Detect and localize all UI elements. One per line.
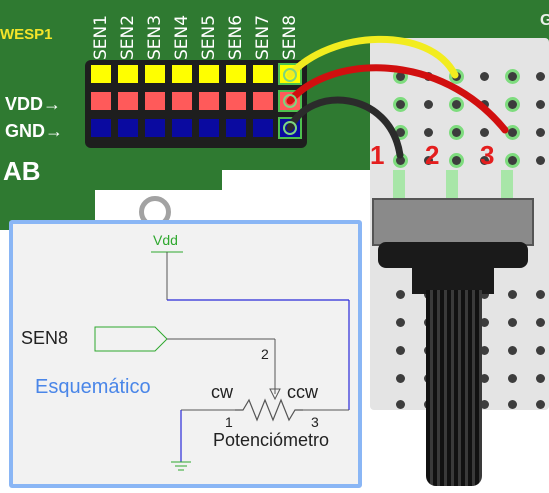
breadboard-hole (536, 400, 545, 409)
yellow-wire (286, 35, 459, 79)
header-pin (172, 119, 192, 137)
potentiometer-neck (412, 266, 494, 294)
breadboard-hole (396, 100, 405, 109)
breadboard-hole (480, 290, 489, 299)
schematic-pin3-label: 3 (311, 414, 319, 430)
header-pin (226, 119, 246, 137)
breadboard-hole (396, 290, 405, 299)
pot-pin-label-3: 3 (480, 140, 495, 170)
wire-end-red (283, 94, 297, 108)
breadboard-hole (396, 72, 405, 81)
vdd-row-label: VDD→ (5, 94, 62, 114)
breadboard-hole (480, 400, 489, 409)
pot-leg-1 (393, 170, 405, 200)
breadboard-hole (508, 374, 517, 383)
header-pin (91, 92, 111, 110)
breadboard-hole (452, 128, 461, 137)
header-pin (226, 65, 246, 83)
header-pin (118, 65, 138, 83)
red-wire (286, 64, 509, 134)
wire-end-yellow (283, 68, 297, 82)
breadboard-hole (508, 400, 517, 409)
breadboard-hole (508, 72, 517, 81)
breadboard-hole (480, 318, 489, 327)
schematic-ccw-label: ccw (287, 382, 318, 402)
schematic-vdd-label: Vdd (153, 232, 178, 248)
wire-end-black (283, 121, 297, 135)
breadboard-hole (508, 128, 517, 137)
breadboard-hole (508, 290, 517, 299)
breadboard-hole (508, 346, 517, 355)
pot-pin-label-2: 2 (425, 140, 440, 170)
breadboard-hole (452, 156, 461, 165)
schematic-wires (94, 251, 350, 471)
breadboard-hole (508, 100, 517, 109)
breadboard-hole (536, 100, 545, 109)
breadboard-hole (480, 156, 489, 165)
board-name: WESP1 (0, 26, 53, 43)
gnd-row-label: GND→ (5, 121, 63, 141)
breadboard-hole (508, 156, 517, 165)
breadboard-hole (536, 346, 545, 355)
header-pin (253, 119, 273, 137)
pot-leg-3 (501, 170, 513, 200)
top-right-label: G (540, 12, 549, 29)
schematic-panel: Vdd SEN8 Esquemático 2 cw ccw 1 3 Potenc… (9, 220, 362, 488)
header-pin (199, 65, 219, 83)
breadboard-hole (396, 374, 405, 383)
header-pin (199, 119, 219, 137)
potentiometer-collar (378, 242, 528, 268)
breadboard-hole (396, 128, 405, 137)
header-pin (145, 92, 165, 110)
pot-pin-label-1: 1 (370, 140, 385, 170)
breadboard-hole (480, 128, 489, 137)
header-pin (91, 119, 111, 137)
schematic-component-label: Potenciómetro (213, 430, 330, 450)
header-pin (199, 92, 219, 110)
breadboard-hole (480, 72, 489, 81)
header-pin (226, 92, 246, 110)
header-pin (253, 92, 273, 110)
schematic-cw-label: cw (211, 382, 233, 402)
lab-label: AB (3, 156, 41, 186)
breadboard-hole (396, 318, 405, 327)
header-pin (118, 119, 138, 137)
breadboard-hole (424, 156, 433, 165)
breadboard-hole (480, 346, 489, 355)
header-pin (253, 65, 273, 83)
breadboard-hole (424, 128, 433, 137)
breadboard-hole (424, 100, 433, 109)
breadboard-hole (536, 290, 545, 299)
header-pin (145, 65, 165, 83)
breadboard-hole (536, 156, 545, 165)
breadboard-hole (396, 400, 405, 409)
breadboard-hole (396, 346, 405, 355)
breadboard-hole (452, 100, 461, 109)
breadboard-hole (508, 318, 517, 327)
schematic-pin1-label: 1 (225, 414, 233, 430)
potentiometer-body (372, 198, 534, 246)
header-pin (91, 65, 111, 83)
header-pin (145, 119, 165, 137)
header-pin (118, 92, 138, 110)
schematic-title: Esquemático (35, 376, 151, 398)
header-pin (172, 65, 192, 83)
breadboard-hole (536, 128, 545, 137)
schematic-sen-label: SEN8 (21, 328, 69, 348)
potentiometer-knob[interactable] (426, 290, 482, 486)
breadboard-hole (536, 72, 545, 81)
breadboard-hole (536, 318, 545, 327)
schematic-pin2-label: 2 (261, 346, 269, 362)
breadboard-hole (536, 374, 545, 383)
header-pin (172, 92, 192, 110)
breadboard-hole (480, 374, 489, 383)
black-wire (286, 96, 404, 159)
pot-leg-2 (446, 170, 458, 200)
breadboard-hole (396, 156, 405, 165)
